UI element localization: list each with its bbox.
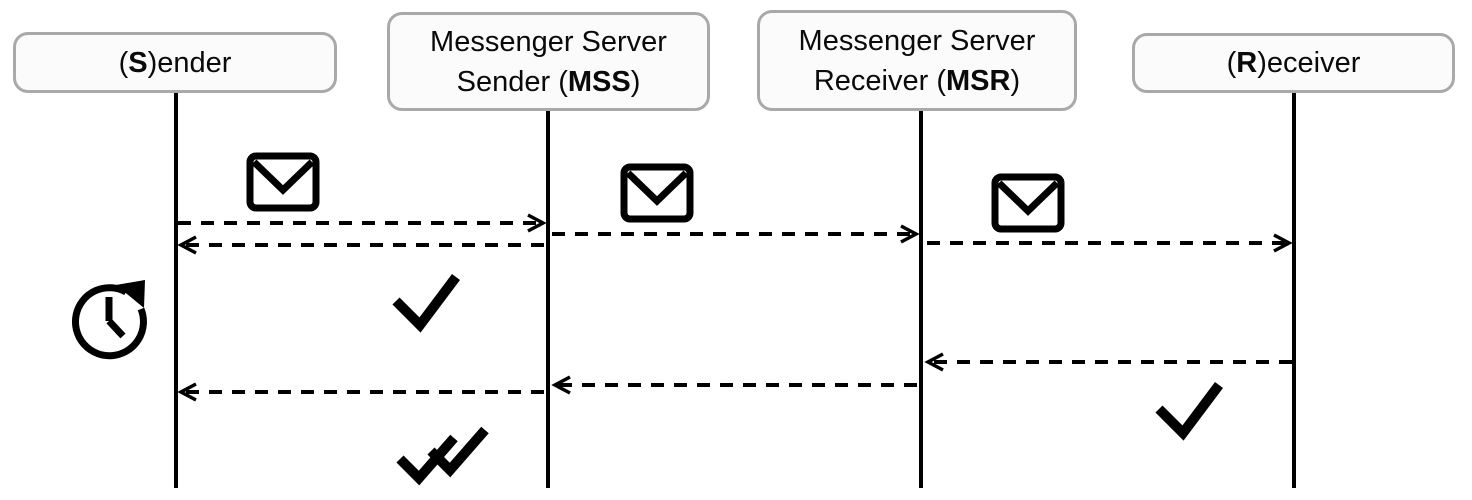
envelope-icon <box>246 152 320 212</box>
actor-label-mss: Messenger Server Sender (MSS) <box>430 22 667 102</box>
actor-msr-line1: Messenger Server <box>798 24 1036 57</box>
receiver-to-msr-receipt-arrow <box>924 352 1292 372</box>
actor-mss-pre: Sender ( <box>456 65 568 98</box>
actor-receiver-pre: ( <box>1226 47 1237 79</box>
actor-box-msr: Messenger Server Receiver (MSR) <box>757 10 1077 111</box>
actor-mss-line2: Sender (MSS) <box>430 62 667 102</box>
actor-sender-bold: S <box>128 46 148 79</box>
check-icon <box>1155 382 1223 441</box>
actor-label-msr: Messenger Server Receiver (MSR) <box>799 21 1036 101</box>
actor-label-receiver: (R)eceiver <box>1227 43 1361 83</box>
actor-box-receiver: (R)eceiver <box>1132 33 1455 93</box>
actor-box-sender: (S)ender <box>13 32 337 93</box>
actor-sender-pre: ( <box>118 46 129 79</box>
actor-box-mss: Messenger Server Sender (MSS) <box>387 12 710 111</box>
mss-to-sender-ack-arrow <box>177 235 544 255</box>
actor-msr-bold: MSR <box>946 64 1011 97</box>
msr-to-receiver-arrow <box>927 233 1293 253</box>
double-check-icon <box>396 426 489 486</box>
actor-label-sender: (S)ender <box>119 43 232 83</box>
sender-to-mss-arrow <box>178 213 547 233</box>
envelope-icon <box>991 173 1065 233</box>
envelope-icon <box>620 163 694 223</box>
mss-to-sender-receipt-arrow <box>177 382 544 402</box>
actor-mss-bold: MSS <box>567 65 631 98</box>
actor-mss-post: ) <box>630 65 641 98</box>
pending-clock-icon <box>71 280 147 360</box>
mss-to-msr-arrow <box>552 224 920 244</box>
actor-mss-line1: Messenger Server <box>430 25 667 58</box>
actor-msr-post: ) <box>1010 64 1021 97</box>
actor-msr-line2: Receiver (MSR) <box>799 61 1036 101</box>
actor-receiver-bold: R <box>1236 47 1258 79</box>
check-icon <box>392 274 460 333</box>
actor-sender-post: )ender <box>147 46 232 79</box>
msr-to-mss-receipt-arrow <box>551 375 917 395</box>
actor-msr-pre: Receiver ( <box>813 64 947 97</box>
actor-receiver-post: )eceiver <box>1257 47 1361 79</box>
